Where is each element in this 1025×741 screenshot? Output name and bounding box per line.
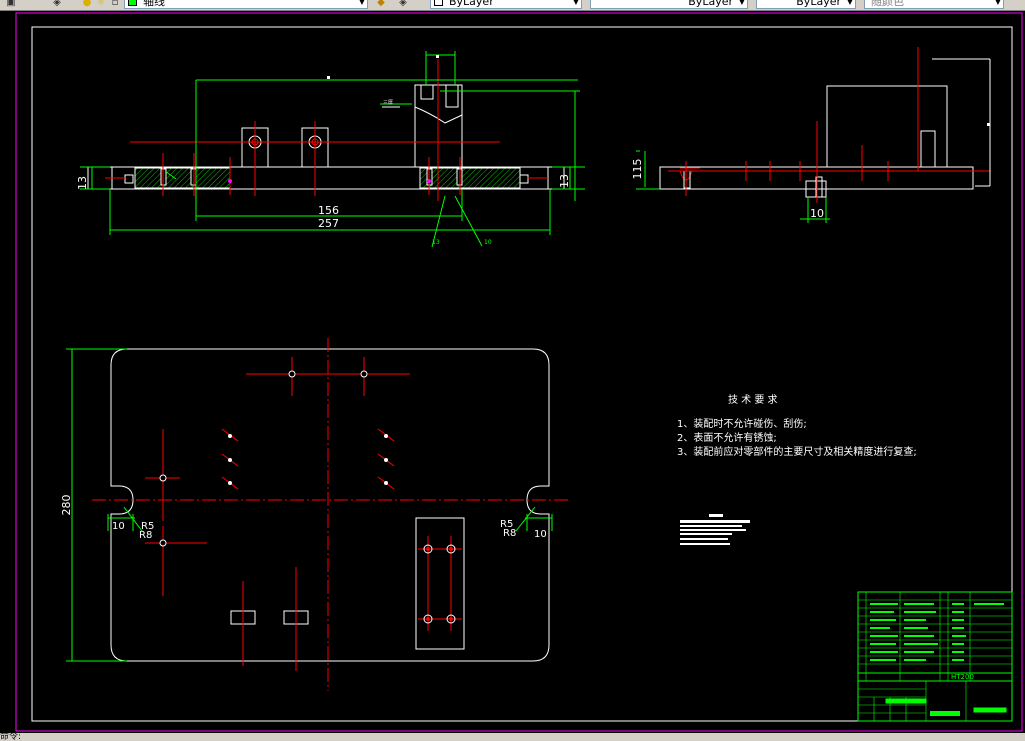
layer-combo[interactable]: 轴线 ▼: [124, 0, 368, 9]
dim-257: 257: [318, 217, 339, 230]
command-prompt: 命令:: [0, 733, 22, 741]
tech-req-item-3: 3、装配前应对零部件的主要尺寸及相关精度进行复查;: [677, 447, 917, 458]
plotstyle-combo[interactable]: 随颜色 ▼: [864, 0, 1004, 9]
r8-left: R8: [139, 530, 152, 541]
dim-156: 156: [318, 204, 339, 217]
dim-115: 115: [631, 159, 644, 180]
tech-req-item-1: 1、装配时不允许碰伤、刮伤;: [677, 419, 807, 430]
leader-10: 10: [484, 239, 492, 246]
layer-name: 轴线: [143, 0, 165, 8]
bulb-icon[interactable]: ●: [82, 0, 92, 8]
chevron-down-icon: ▼: [572, 0, 579, 6]
tiny-label: 三厚: [383, 100, 393, 106]
plan-view: [66, 338, 570, 691]
sheet-inner-border: [31, 26, 1013, 722]
dim-13-left: 13: [76, 176, 89, 190]
title-block-text: [870, 603, 1004, 661]
lock-icon[interactable]: ▫: [111, 0, 119, 8]
command-line[interactable]: 命令:: [0, 733, 1025, 741]
color-value: ByLayer: [449, 0, 494, 8]
leader-13: 13: [432, 239, 440, 246]
sun-icon[interactable]: ☼: [96, 0, 106, 8]
chevron-down-icon: ▼: [358, 0, 365, 6]
linetype-value: ByLayer: [688, 0, 733, 8]
app-icon[interactable]: ▣: [6, 0, 16, 8]
chevron-down-icon: ▼: [846, 0, 853, 6]
layer-previous-icon[interactable]: ◈: [399, 0, 407, 8]
r8-right: R8: [503, 528, 516, 539]
layer-color-swatch: [128, 0, 137, 6]
sheet-outer-border: [15, 12, 1023, 732]
side-column: [826, 85, 948, 168]
dim-10-side: 10: [810, 207, 824, 220]
lineweight-value: ByLayer: [796, 0, 841, 8]
slot-plate: [415, 517, 465, 650]
color-combo[interactable]: ByLayer ▼: [430, 0, 582, 9]
dim-10-left: 10: [112, 521, 125, 532]
material-label: HT200: [951, 673, 974, 681]
section-hatch-left: [134, 167, 231, 189]
linetype-combo[interactable]: ByLayer ▼: [590, 0, 748, 9]
dim-280: 280: [60, 495, 73, 516]
drawing-svg: 156 257 13 13 13 10 三厚 115 10: [15, 12, 1023, 732]
dim-10-right: 10: [534, 529, 547, 540]
plotstyle-value: 随颜色: [871, 0, 904, 8]
tech-req-title: 技 术 要 求: [728, 395, 778, 406]
side-view: [636, 47, 991, 223]
drawing-canvas[interactable]: 156 257 13 13 13 10 三厚 115 10: [0, 11, 1025, 733]
lineweight-combo[interactable]: ByLayer ▼: [756, 0, 856, 9]
plan-outline: [110, 348, 550, 662]
color-swatch: [434, 0, 443, 6]
r5-left: R5: [141, 521, 154, 532]
notes-block: [680, 514, 750, 545]
dim-13-right: 13: [558, 174, 571, 188]
tech-req-item-2: 2、表面不允许有锈蚀;: [677, 433, 777, 444]
section-hatch-right: [419, 167, 521, 189]
front-view: [80, 51, 585, 248]
chevron-down-icon: ▼: [994, 0, 1001, 6]
layer-manager-icon[interactable]: ◈: [53, 0, 61, 8]
properties-toolbar: ▣ ◈ ● ☼ ▫ 轴线 ▼ ◆ ◈ ByLayer ▼ ByLayer ▼ B…: [0, 0, 1025, 11]
make-current-icon[interactable]: ◆: [377, 0, 385, 8]
r5-right: R5: [500, 519, 513, 530]
chevron-down-icon: ▼: [738, 0, 745, 6]
title-block: [857, 591, 1013, 722]
